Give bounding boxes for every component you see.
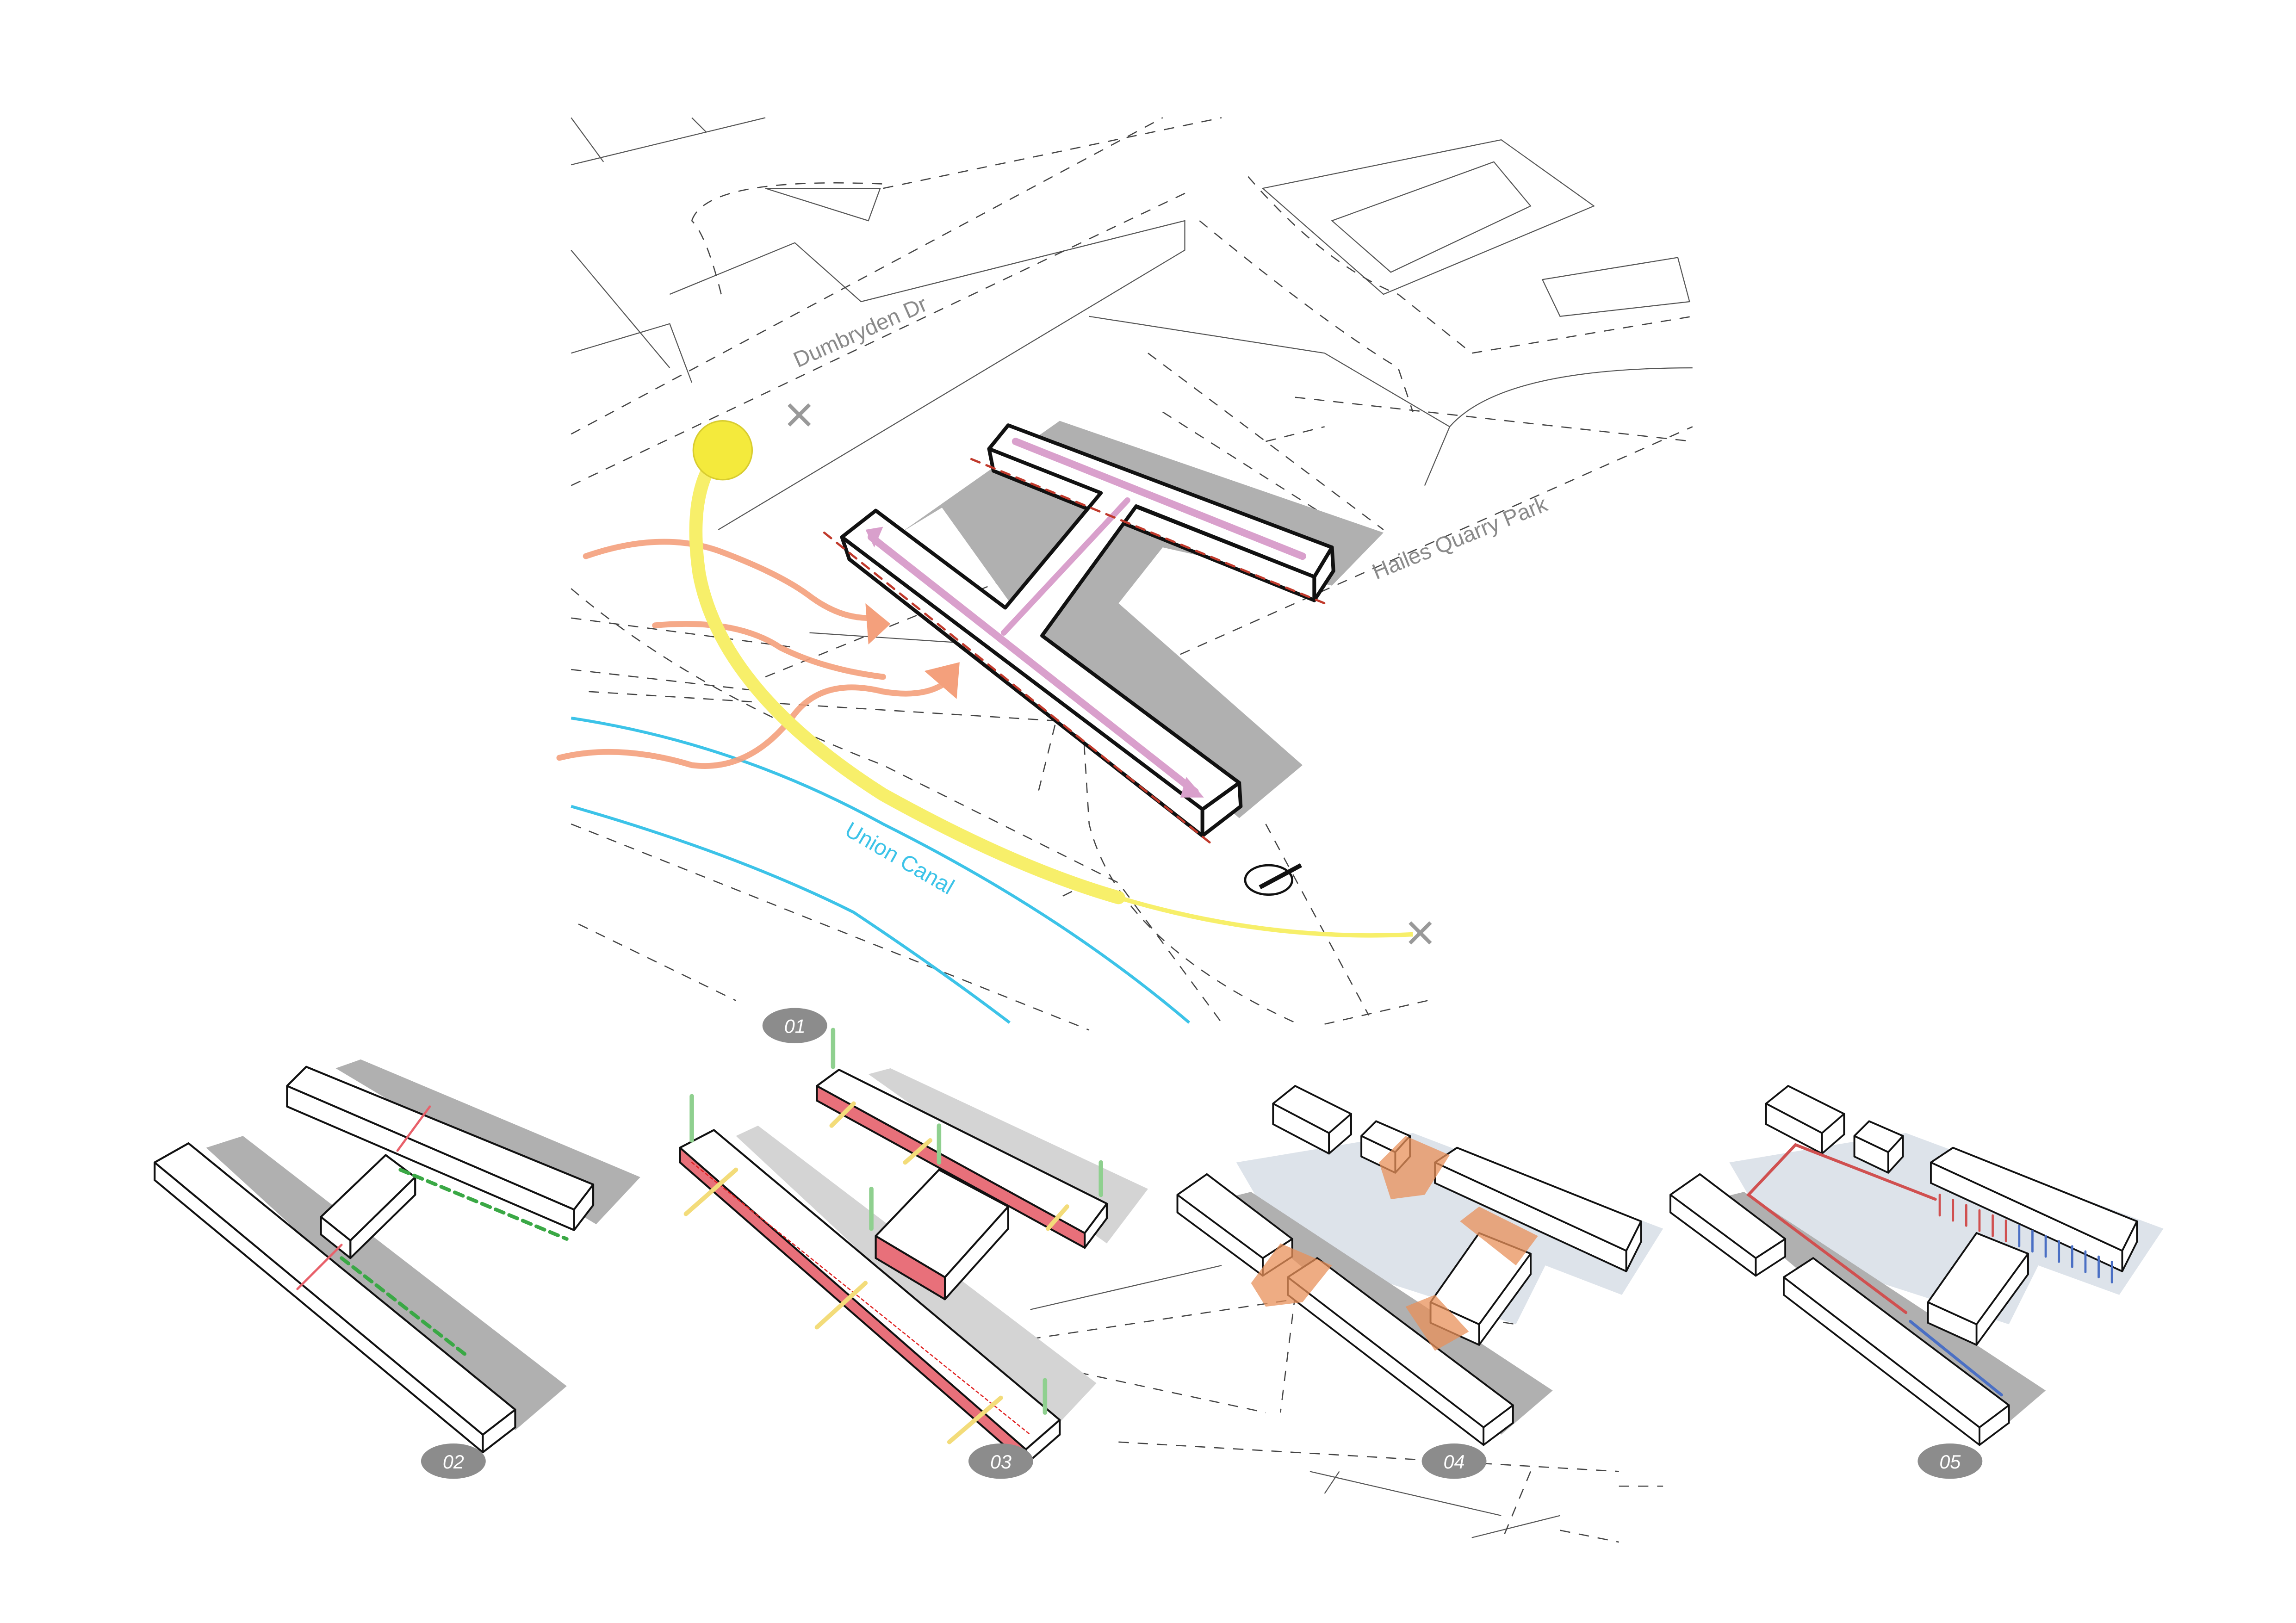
street-label: Dumbryden Dr <box>790 292 931 373</box>
circulation-arrowhead <box>1180 777 1204 798</box>
house-top <box>1272 1085 1352 1134</box>
ground-area <box>1236 1133 1663 1325</box>
sunlight-arrow <box>903 1138 933 1165</box>
sunlight-arrow <box>947 1395 1003 1444</box>
wind-arrows <box>556 539 953 769</box>
long-block-top <box>154 1142 516 1436</box>
long-block <box>154 1142 516 1454</box>
sunlight-arrow <box>814 1281 868 1330</box>
north-compass-icon <box>1244 863 1303 896</box>
union-canal <box>571 716 1191 1024</box>
sun-path <box>689 403 1432 945</box>
house <box>1853 1120 1904 1174</box>
heat-zone <box>1251 1243 1332 1307</box>
house <box>1765 1085 1845 1155</box>
site-map-lines <box>571 117 1693 1543</box>
circulation-arrowhead <box>865 527 883 548</box>
south-block-top <box>1783 1257 2010 1428</box>
circulation-arrow-upper <box>1011 438 1306 560</box>
long-block <box>679 1129 1061 1465</box>
panel-label-01: 01 <box>762 1008 827 1043</box>
svg-text:02: 02 <box>443 1451 464 1473</box>
circulation-arrow-long <box>868 533 1199 796</box>
sunlight-arrow <box>829 1101 856 1128</box>
upper-block <box>286 1065 595 1231</box>
sunset-x-icon <box>1409 921 1432 945</box>
green-dashed-route <box>398 1168 569 1241</box>
red-access-arrow <box>296 1244 343 1290</box>
panel-02-massing <box>154 1059 640 1454</box>
west-block-top <box>1669 1173 1787 1259</box>
panel-label-04: 04 <box>1421 1443 1487 1479</box>
heat-zone <box>1379 1136 1450 1200</box>
ground-area <box>1729 1133 2164 1325</box>
panel-04-massing <box>1176 1085 1663 1446</box>
strategy-panels <box>154 1028 2164 1465</box>
red-service-route <box>1746 1143 1937 1314</box>
sunlight-arrow <box>683 1167 738 1216</box>
svg-text:03: 03 <box>990 1451 1011 1473</box>
west-block <box>1669 1173 1787 1277</box>
house-top <box>1765 1085 1845 1134</box>
courtyard-block-top <box>875 1169 1009 1278</box>
sunrise-x-icon <box>788 403 811 427</box>
house <box>1272 1085 1352 1155</box>
red-dotted-edge <box>691 1162 1031 1436</box>
red-access-arrow <box>396 1105 431 1152</box>
panel-label-03: 03 <box>968 1443 1033 1479</box>
north-block-top <box>1434 1146 1642 1252</box>
blue-service-route <box>1909 1319 2003 1397</box>
park-label: Hailes Quarry Park <box>1369 492 1551 584</box>
long-block-top <box>679 1129 1061 1450</box>
east-block <box>1927 1232 2029 1346</box>
north-block-top <box>1930 1146 2138 1252</box>
upper-block-top <box>816 1069 1108 1234</box>
upper-block-top <box>286 1065 595 1211</box>
svg-text:05: 05 <box>1939 1451 1961 1473</box>
north-block <box>1930 1146 2138 1272</box>
boundary-dashed-long <box>823 531 1216 848</box>
west-block-top <box>1176 1173 1293 1259</box>
main-t-building <box>823 421 1384 848</box>
courtyard-block <box>875 1169 1009 1301</box>
east-block-top <box>1927 1232 2029 1326</box>
panel-03-massing <box>679 1028 1148 1465</box>
panel-label-02: 02 <box>421 1443 486 1479</box>
shadow <box>206 1136 567 1431</box>
south-block <box>1783 1257 2010 1446</box>
panel-label-05: 05 <box>1917 1443 1983 1479</box>
link-block <box>320 1154 416 1259</box>
svg-text:01: 01 <box>784 1016 806 1037</box>
wind-arrowheads <box>865 603 960 699</box>
sunlight-arrow <box>1045 1204 1069 1231</box>
heat-zone <box>1460 1206 1538 1266</box>
heat-zone <box>1405 1295 1469 1351</box>
green-dashed-route <box>340 1256 470 1359</box>
house-top <box>1853 1120 1904 1153</box>
svg-text:04: 04 <box>1444 1451 1465 1473</box>
upper-block <box>816 1069 1108 1249</box>
panel-05-massing <box>1669 1085 2164 1446</box>
panel-labels: 01 02 03 04 05 <box>421 1008 1983 1479</box>
north-block <box>1434 1146 1642 1272</box>
sun-icon <box>692 420 753 481</box>
circulation-arrow-stem <box>1000 497 1130 636</box>
